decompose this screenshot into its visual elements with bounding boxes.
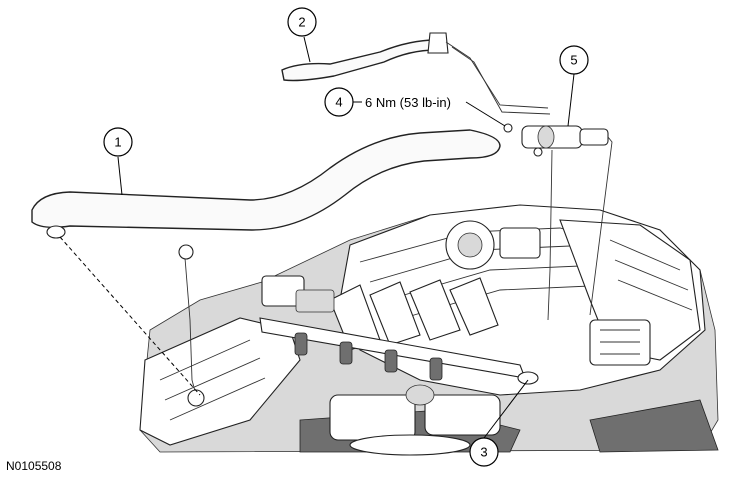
callout-5: 5	[559, 45, 589, 75]
leader-4	[353, 101, 506, 127]
torque-spec-label: 6 Nm (53 lb-in)	[365, 95, 451, 110]
leader-1-dashed	[59, 236, 201, 396]
callout-2-label: 2	[298, 15, 305, 30]
intake-manifold	[259, 204, 706, 406]
hose-1-end-fitting	[46, 225, 66, 239]
callout-1-label: 1	[114, 135, 121, 150]
hose-1	[31, 129, 501, 231]
leader-2	[303, 36, 311, 63]
valve-assembly	[503, 123, 613, 321]
callout-3-label: 3	[480, 445, 487, 460]
leader-3	[483, 379, 529, 439]
dipstick-tube	[178, 244, 205, 407]
leader-5	[567, 73, 575, 127]
leader-1	[117, 156, 123, 196]
callout-4-label: 4	[335, 95, 342, 110]
figure-id: N0105508	[6, 459, 62, 473]
callout-4: 4	[324, 87, 354, 117]
hose-2-tube	[445, 41, 549, 109]
hose-2-clamp	[427, 32, 449, 54]
callout-1: 1	[103, 127, 133, 157]
callout-5-label: 5	[570, 53, 577, 68]
hose-2	[281, 39, 437, 82]
callout-3: 3	[469, 437, 499, 467]
callout-2: 2	[287, 7, 317, 37]
